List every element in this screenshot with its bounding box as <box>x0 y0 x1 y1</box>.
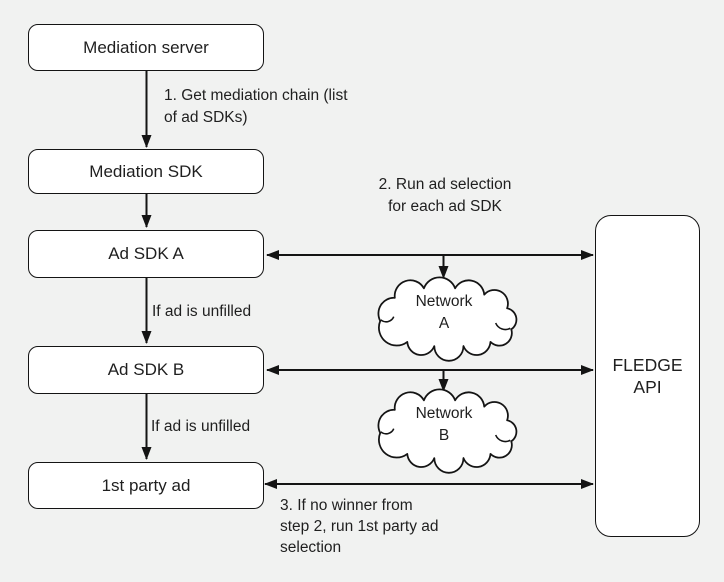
step-3-label: 3. If no winner from step 2, run 1st par… <box>280 497 439 556</box>
node-fledge-api-label: FLEDGE API <box>612 355 683 397</box>
if-ad-unfilled-label-2: If ad is unfilled <box>151 418 251 435</box>
if-ad-unfilled-label-1: If ad is unfilled <box>152 303 252 320</box>
cloud-network-b-label: Network B <box>415 405 473 444</box>
node-mediation-server-label: Mediation server <box>83 37 209 57</box>
cloud-network-a-icon <box>377 276 518 362</box>
node-first-party-ad: 1st party ad <box>28 462 264 509</box>
node-ad-sdk-a: Ad SDK A <box>28 230 264 278</box>
node-ad-sdk-a-label: Ad SDK A <box>108 244 184 263</box>
node-first-party-ad-label: 1st party ad <box>101 475 191 495</box>
cloud-network-a-label: Network A <box>415 293 473 332</box>
node-ad-sdk-b: Ad SDK B <box>28 346 264 394</box>
node-ad-sdk-b-label: Ad SDK B <box>107 360 185 379</box>
node-fledge-api: FLEDGE API <box>595 215 700 537</box>
node-mediation-sdk: Mediation SDK <box>28 149 264 194</box>
node-mediation-server: Mediation server <box>28 24 264 71</box>
node-mediation-sdk-label: Mediation SDK <box>89 161 203 181</box>
step-1-label: 1. Get mediation chain (list of ad SDKs) <box>164 87 348 126</box>
step-2-label: 2. Run ad selection for each ad SDK <box>378 176 512 215</box>
cloud-network-b-icon <box>377 388 518 474</box>
